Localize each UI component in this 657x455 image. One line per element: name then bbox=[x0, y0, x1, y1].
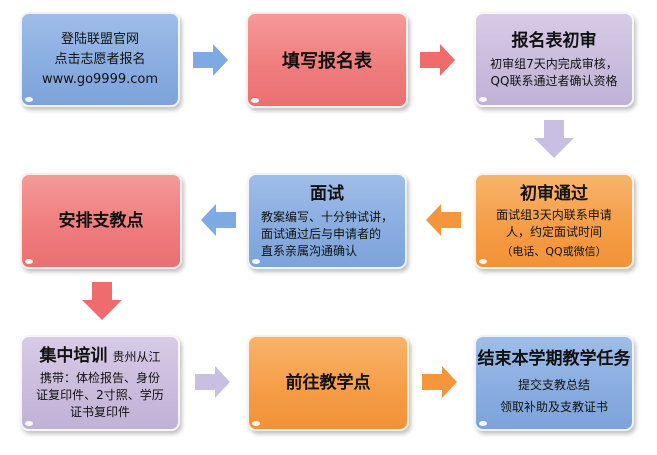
step-9-title: 结束本学期教学任务 bbox=[477, 349, 631, 369]
step-4-review-passed: 初审通过 面试组3天内联系申请 人，约定面试时间 （电话、QQ或微信） bbox=[474, 173, 634, 269]
step-3-form-review: 报名表初审 初审组7天内完成审核， QQ联系通过者确认资格 bbox=[474, 12, 634, 107]
arrow-right-icon bbox=[193, 44, 228, 76]
step-7-heading: 集中培训 贵州从江 bbox=[39, 345, 160, 367]
step-4-line-1: 面试组3天内联系申请 bbox=[496, 207, 612, 222]
step-6-assign-location: 安排支教点 bbox=[20, 173, 182, 269]
step-7-title: 集中培训 bbox=[39, 346, 108, 366]
step-7-training: 集中培训 贵州从江 携带：体检报告、身份 证复印件、2寸照、学历 证书复印件 bbox=[20, 335, 180, 431]
step-8-go-to-school: 前往教学点 bbox=[247, 335, 409, 431]
step-5-line-2: 面试通过后与申请者的 bbox=[261, 226, 382, 241]
step-3-line-1: 初审组7天内完成审核， bbox=[490, 56, 618, 71]
arrow-right-icon bbox=[420, 44, 455, 76]
step-3-title: 报名表初审 bbox=[511, 30, 597, 51]
step-9-line-2: 领取补助及支教证书 bbox=[499, 400, 608, 414]
arrow-left-icon bbox=[201, 204, 236, 236]
step-5-line-1: 教案编写、十分钟试讲， bbox=[260, 209, 393, 224]
arrow-right-icon bbox=[422, 366, 457, 398]
step-5-interview: 面试 教案编写、十分钟试讲， 面试通过后与申请者的 直系亲属沟通确认 bbox=[247, 173, 407, 269]
step-5-title: 面试 bbox=[310, 183, 344, 204]
step-1-line-1: 登陆联盟官网 bbox=[60, 31, 139, 47]
step-2-title: 填写报名表 bbox=[282, 51, 372, 72]
step-2-fill-form: 填写报名表 bbox=[246, 12, 408, 108]
step-7-line-1: 携带：体检报告、身份 bbox=[39, 371, 160, 385]
arrow-right-icon bbox=[195, 366, 230, 398]
step-6-title: 安排支教点 bbox=[58, 211, 144, 231]
step-1-line-2: 点击志愿者报名 bbox=[54, 51, 146, 67]
arrow-left-icon bbox=[426, 204, 461, 236]
arrow-down-icon bbox=[534, 120, 574, 158]
step-4-title: 初审通过 bbox=[520, 183, 588, 204]
step-9-line-1: 提交支教总结 bbox=[517, 378, 590, 392]
step-3-line-2: QQ联系通过者确认资格 bbox=[490, 73, 618, 88]
step-1-url: www.go9999.com bbox=[41, 71, 159, 87]
step-4-line-2: 人，约定面试时间 bbox=[505, 224, 602, 239]
step-4-line-3: （电话、QQ或微信） bbox=[501, 244, 607, 258]
step-7-subtitle: 贵州从江 bbox=[112, 350, 161, 364]
step-8-title: 前往教学点 bbox=[285, 373, 371, 393]
arrow-down-icon bbox=[82, 282, 122, 320]
step-1-register-online: 登陆联盟官网 点击志愿者报名 www.go9999.com bbox=[20, 12, 180, 107]
step-9-finish-semester: 结束本学期教学任务 提交支教总结 领取补助及支教证书 bbox=[474, 335, 634, 431]
step-7-line-3: 证书复印件 bbox=[69, 405, 130, 419]
step-5-line-3: 直系亲属沟通确认 bbox=[261, 243, 358, 258]
step-7-line-2: 证复印件、2寸照、学历 bbox=[36, 388, 164, 402]
